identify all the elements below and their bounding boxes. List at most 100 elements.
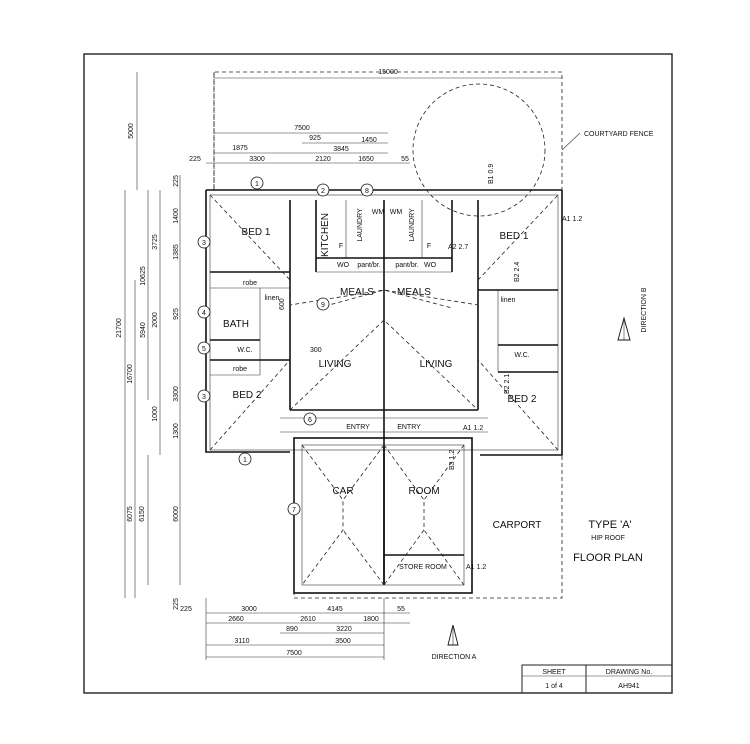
dim-top-overall: 15000	[378, 69, 398, 76]
dim-top-1875: 1875	[232, 145, 248, 152]
sheet-label: SHEET	[542, 669, 566, 676]
dim-bottom-4145: 4145	[327, 606, 343, 613]
room-wm-right: WM	[390, 209, 403, 216]
marker-circle-3	[197, 389, 211, 403]
courtyard-tree-circle	[412, 83, 546, 217]
pantry-left: pant/br.	[357, 262, 380, 269]
room-laundry-left: LAUNDRY	[357, 208, 364, 242]
room-car: CAR	[332, 486, 353, 497]
marker-circle-6	[303, 412, 317, 426]
dim-top-225: 225	[189, 156, 201, 163]
room-living-left: LIVING	[319, 359, 352, 370]
room-bed1-left: BED 1	[242, 227, 271, 238]
sheet-value: 1 of 4	[545, 683, 563, 690]
dim-bottom-7500: 7500	[286, 650, 302, 657]
dim-300: 300	[310, 347, 322, 354]
marker-circle-9	[316, 297, 330, 311]
marker-label-5: 5	[202, 346, 206, 353]
dim-top-1650: 1650	[358, 156, 374, 163]
room-linen-right: linen	[501, 297, 516, 304]
dimensions-top: 15000 7500 925 1450 1875 3845 225 3300 2…	[189, 69, 562, 164]
marker-label-4: 4	[202, 310, 206, 317]
room-entry-left: ENTRY	[346, 424, 370, 431]
room-robe-top: robe	[243, 280, 257, 287]
marker-circle-4	[197, 305, 211, 319]
floor-plan-label: FLOOR PLAN	[573, 552, 643, 564]
dim-bottom-2660: 2660	[228, 616, 244, 623]
room-wm-left: WM	[372, 209, 385, 216]
dimensions-bottom: 225 3000 4145 55 2660 2610 1800 890 3220…	[180, 598, 410, 660]
marker-circle-5	[197, 341, 211, 355]
dim-top-3300: 3300	[249, 156, 265, 163]
room-entry-right: ENTRY	[397, 424, 421, 431]
marker-label-8: 8	[365, 188, 369, 195]
dim-bottom-225: 225	[180, 606, 192, 613]
dim-top-7500: 7500	[294, 125, 310, 132]
code-a2: A2 2.7	[448, 244, 468, 251]
dim-left-925: 925	[173, 308, 180, 320]
marker-label-1: 1	[243, 457, 247, 464]
dim-left-6150: 6150	[139, 506, 146, 522]
garage-walls	[293, 437, 473, 594]
dim-bottom-890: 890	[286, 626, 298, 633]
direction-a-label: DIRECTION A	[432, 654, 477, 661]
dim-bottom-3500: 3500	[335, 638, 351, 645]
drawing-border	[83, 53, 673, 694]
room-laundry-right: LAUNDRY	[409, 208, 416, 242]
code-a1-top: A1 1.2	[562, 216, 582, 223]
room-store: STORE ROOM	[399, 564, 447, 571]
dim-600: 600	[279, 298, 286, 310]
dim-left-2000: 2000	[152, 312, 159, 328]
drawing-number-value: AH941	[618, 683, 640, 690]
dim-left-1300: 1300	[173, 423, 180, 439]
dim-bottom-3220: 3220	[336, 626, 352, 633]
room-room: ROOM	[408, 486, 439, 497]
dim-left-1000: 1000	[152, 406, 159, 422]
dim-top-55: 55	[401, 156, 409, 163]
marker-label-1: 1	[255, 181, 259, 188]
room-bed1-right: BED 1	[500, 231, 529, 242]
dim-bottom-1800: 1800	[363, 616, 379, 623]
code-b2a: B2 2.4	[514, 262, 521, 282]
pantry-right: pant/br.	[395, 262, 418, 269]
dim-left-5000: 5000	[128, 123, 135, 139]
room-robe-bottom: robe	[233, 366, 247, 373]
room-bed2-right: BED 2	[508, 394, 537, 405]
dim-bottom-3110: 3110	[234, 638, 249, 645]
courtyard-fence-label: COURTYARD FENCE	[584, 131, 654, 138]
marker-circle-2	[316, 183, 330, 197]
dimensions-left: 5000 21700 225 1400 1385 925 3300 1300 3…	[116, 72, 181, 610]
dim-left-3300: 3300	[173, 386, 180, 402]
window-codes: A1 1.2 A2 2.7 B1 0.9 B2 2.4 B2 2.1 A1 1.…	[279, 164, 582, 571]
title-block: SHEET 1 of 4 DRAWING No. AH941	[521, 664, 673, 694]
room-carport: CARPORT	[493, 520, 542, 531]
direction-b-label: DIRECTION B	[641, 287, 648, 332]
marker-circle-1	[238, 452, 252, 466]
dim-left-225: 225	[173, 175, 180, 187]
marker-label-6: 6	[308, 417, 312, 424]
marker-label-9: 9	[321, 302, 325, 309]
dim-left-16700: 16700	[127, 364, 134, 384]
dim-left-10625: 10625	[140, 266, 147, 286]
marker-label-3: 3	[202, 240, 206, 247]
marker-circle-8	[360, 183, 374, 197]
room-wc-left: W.C.	[237, 347, 252, 354]
marker-circle-1	[250, 176, 264, 190]
dim-bottom-55: 55	[397, 606, 405, 613]
room-linen-left: linen	[265, 295, 280, 302]
plan-title: TYPE 'A' HIP ROOF FLOOR PLAN	[573, 519, 643, 564]
room-meals-left: MEALS	[340, 287, 374, 298]
code-b1: B1 0.9	[488, 164, 495, 184]
code-b3: B3 1.2	[449, 450, 456, 470]
fridge-left: F	[339, 243, 343, 250]
drawing-number-label: DRAWING No.	[606, 669, 652, 676]
dim-bottom-3000: 3000	[241, 606, 257, 613]
oven-right: WO	[424, 262, 437, 269]
dim-top-925: 925	[309, 135, 321, 142]
dim-left-225b: 225	[173, 598, 180, 610]
room-meals-right: MEALS	[397, 287, 431, 298]
room-wc-right: W.C.	[514, 352, 529, 359]
code-a1-store: A1 1.2	[466, 564, 486, 571]
dim-top-3845: 3845	[333, 146, 349, 153]
